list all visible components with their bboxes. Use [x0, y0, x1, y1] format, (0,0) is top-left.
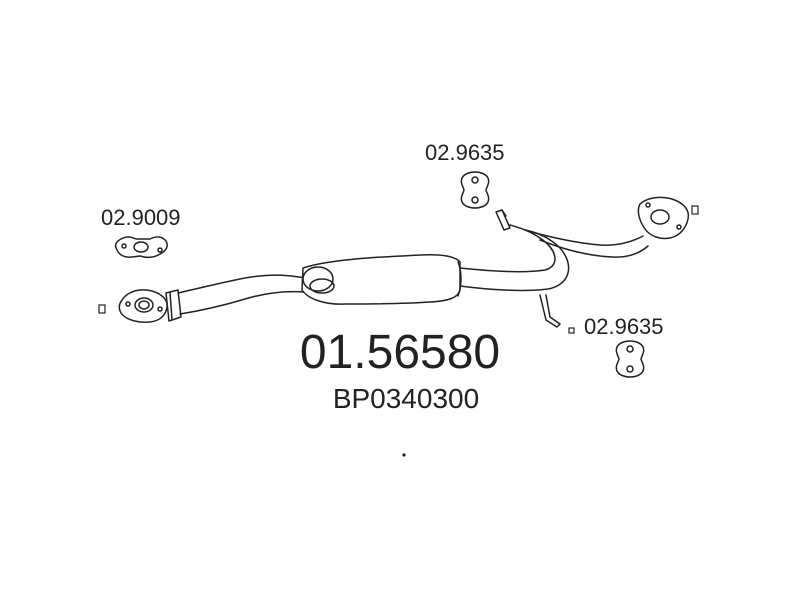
hanger-top-part-number: 02.9635: [425, 140, 505, 165]
muffler-body: [301, 254, 462, 305]
small-dot: [402, 453, 406, 457]
rubber-hanger-top: [460, 171, 490, 209]
inlet-collar: [165, 289, 182, 322]
flange-gasket: [114, 236, 168, 259]
rear-flange: [637, 196, 690, 240]
outlet-pipe: [459, 224, 556, 273]
right-end-marker: [691, 205, 699, 215]
rubber-hanger-right: [615, 340, 645, 378]
main-part-number: 01.56580: [300, 326, 500, 379]
oem-reference: BP0340300: [333, 383, 479, 414]
inlet-flange: [118, 289, 168, 323]
outlet-bracket: [495, 209, 511, 231]
inlet-pipe: [177, 274, 321, 294]
small-mark: [568, 327, 575, 334]
flange-gasket-part-number: 02.9009: [101, 205, 181, 230]
lower-hanger-rod: [539, 294, 561, 328]
left-end-marker: [98, 304, 106, 314]
hanger-right-part-number: 02.9635: [584, 314, 664, 339]
